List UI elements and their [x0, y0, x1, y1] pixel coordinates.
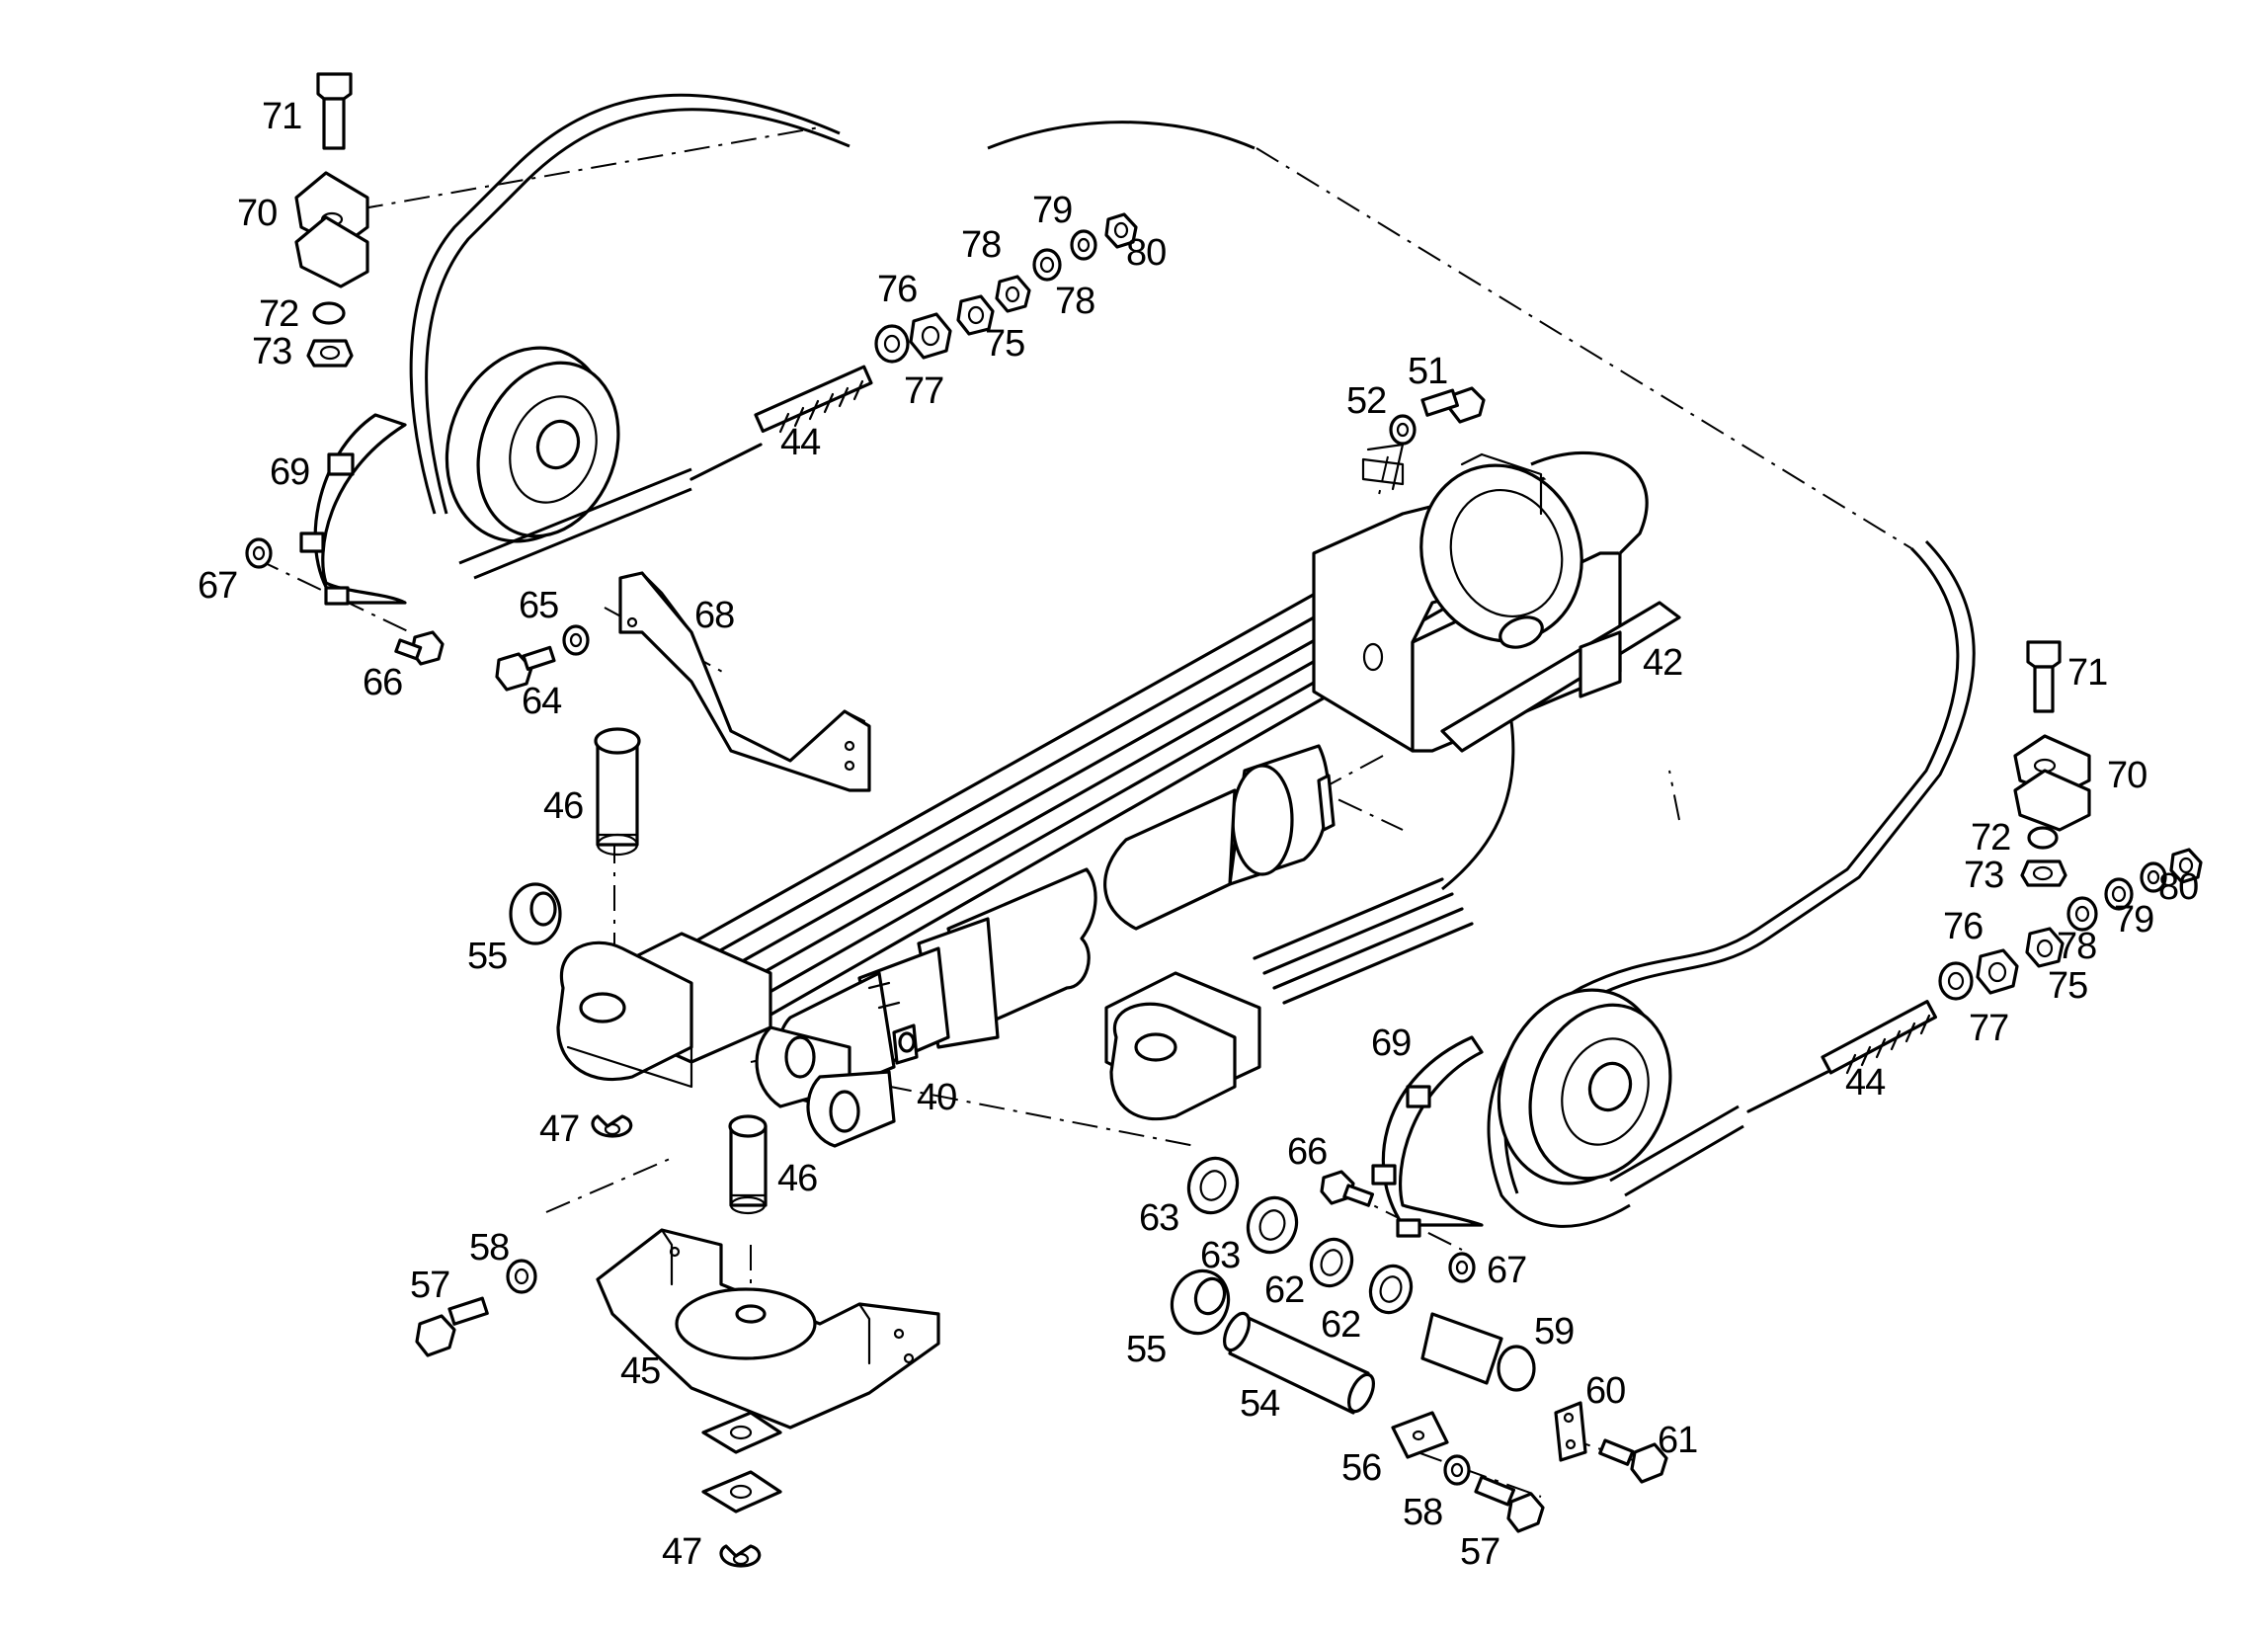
label-62: 62 — [1321, 1304, 1360, 1346]
label-46: 46 — [543, 785, 583, 827]
fasteners-57-58-left — [415, 1259, 537, 1357]
label-55: 55 — [467, 936, 507, 977]
nuts-washers-upper — [874, 212, 1138, 364]
band-69-lower — [1320, 1035, 1484, 1283]
center-lines — [254, 125, 1912, 1498]
label-44: 44 — [780, 422, 821, 463]
label-78: 78 — [961, 224, 1001, 266]
label-63: 63 — [1139, 1197, 1178, 1239]
label-69: 69 — [1371, 1022, 1411, 1064]
pins-bushes-left — [509, 727, 768, 1215]
label-47: 47 — [539, 1108, 579, 1150]
washers-pin-center — [1170, 1156, 1536, 1415]
spring-assembly-42 — [689, 450, 1681, 1020]
label-70: 70 — [2107, 755, 2146, 796]
label-72: 72 — [1971, 817, 2010, 859]
label-59: 59 — [1534, 1311, 1574, 1352]
label-67: 67 — [1487, 1250, 1526, 1291]
nuts-washers-right — [1938, 848, 2203, 1001]
label-46: 46 — [777, 1158, 817, 1199]
band-69-upper — [299, 413, 407, 606]
label-56: 56 — [1341, 1447, 1381, 1489]
label-79: 79 — [2114, 899, 2153, 941]
label-52: 52 — [1346, 380, 1386, 422]
label-72: 72 — [259, 293, 298, 335]
bolt-51-52 — [1366, 386, 1486, 491]
base-bracket-45 — [596, 1228, 940, 1568]
label-75: 75 — [2048, 965, 2087, 1007]
label-63: 63 — [1200, 1235, 1240, 1276]
pulley-belt-upper-left — [409, 93, 1256, 580]
label-77: 77 — [904, 370, 943, 412]
label-65: 65 — [519, 585, 558, 626]
label-47: 47 — [662, 1531, 701, 1573]
label-44: 44 — [1845, 1062, 1886, 1104]
label-57: 57 — [1460, 1531, 1499, 1573]
bracket-68 — [618, 571, 871, 792]
label-40: 40 — [917, 1077, 956, 1118]
label-68: 68 — [694, 595, 734, 636]
label-66: 66 — [363, 662, 402, 703]
label-67: 67 — [198, 565, 237, 607]
label-66: 66 — [1287, 1131, 1327, 1173]
label-71: 71 — [2067, 652, 2107, 694]
label-73: 73 — [1964, 855, 2003, 896]
label-54: 54 — [1240, 1383, 1280, 1425]
label-70: 70 — [237, 193, 277, 234]
label-73: 73 — [252, 331, 291, 372]
label-45: 45 — [620, 1350, 660, 1392]
spring-eye-left — [556, 932, 772, 1089]
clamp-upper-left — [294, 72, 369, 368]
label-78: 78 — [2057, 926, 2096, 967]
spring-eye-right — [1104, 971, 1261, 1121]
label-51: 51 — [1408, 351, 1447, 392]
pulley-belt-lower-right — [1487, 539, 1976, 1228]
clamp-right — [2013, 640, 2091, 887]
label-58: 58 — [1403, 1492, 1442, 1533]
label-42: 42 — [1643, 642, 1682, 684]
label-78: 78 — [1055, 281, 1094, 322]
label-58: 58 — [469, 1227, 509, 1268]
label-75: 75 — [985, 323, 1024, 365]
label-57: 57 — [410, 1265, 449, 1306]
label-80: 80 — [1126, 232, 1166, 274]
label-80: 80 — [2158, 866, 2198, 908]
callout-labels: 71 70 72 73 79 80 78 78 76 75 77 44 51 5… — [198, 96, 2199, 1573]
cylinder-40 — [755, 744, 1336, 1148]
label-61: 61 — [1658, 1420, 1697, 1461]
fasteners-left — [245, 537, 590, 692]
fasteners-lower-right — [1391, 1401, 1668, 1533]
label-60: 60 — [1585, 1370, 1625, 1412]
label-64: 64 — [522, 681, 562, 722]
label-69: 69 — [270, 451, 309, 493]
label-55: 55 — [1126, 1329, 1166, 1370]
label-76: 76 — [877, 269, 917, 310]
label-79: 79 — [1032, 190, 1072, 231]
label-77: 77 — [1969, 1008, 2008, 1049]
label-76: 76 — [1943, 906, 1983, 947]
label-71: 71 — [262, 96, 301, 137]
label-62: 62 — [1264, 1269, 1304, 1311]
